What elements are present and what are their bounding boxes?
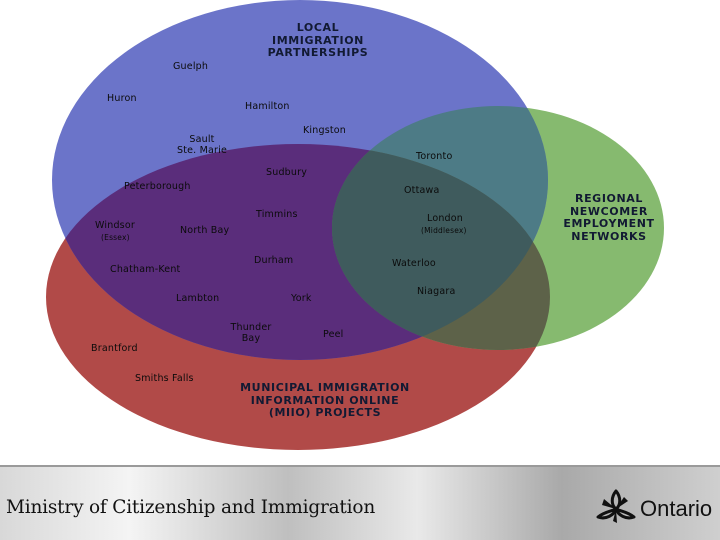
place-ottawa: Ottawa (404, 185, 440, 196)
ministry-name: Ministry of Citizenship and Immigration (6, 497, 376, 518)
place-london: London (427, 213, 464, 224)
place-hamilton: Hamilton (245, 101, 290, 112)
lip-title: LOCAL IMMIGRATION PARTNERSHIPS (267, 21, 369, 59)
place-niagara: Niagara (417, 286, 456, 297)
place-durham: Durham (254, 255, 294, 266)
place-huron: Huron (107, 93, 137, 104)
place-toronto: Toronto (416, 151, 453, 162)
place-brantford: Brantford (91, 343, 138, 354)
place-london-middlesex: (Middlesex) (421, 226, 467, 235)
place-sault-ste-marie: Sault Ste. Marie (176, 134, 228, 156)
ontario-trillium-icon (596, 489, 636, 523)
place-timmins: Timmins (256, 209, 298, 220)
place-windsor: Windsor (95, 220, 135, 231)
rnen-title: REGIONAL NEWCOMER EMPLOYMENT NETWORKS (563, 192, 655, 243)
miio-title: MUNICIPAL IMMIGRATION INFORMATION ONLINE… (240, 381, 410, 419)
venn-circles (46, 0, 664, 450)
place-peel: Peel (323, 329, 344, 340)
place-north-bay: North Bay (180, 225, 230, 236)
place-sudbury: Sudbury (266, 167, 308, 178)
place-thunder-bay: Thunder Bay (230, 322, 272, 344)
place-york: York (291, 293, 312, 304)
place-waterloo: Waterloo (392, 258, 436, 269)
place-lambton: Lambton (176, 293, 220, 304)
place-smiths-falls: Smiths Falls (135, 373, 194, 384)
all-three-overlap (332, 144, 548, 350)
place-chatham-kent: Chatham-Kent (110, 264, 181, 275)
place-peterborough: Peterborough (124, 181, 191, 192)
place-kingston: Kingston (303, 125, 347, 136)
ontario-wordmark: Ontario (640, 496, 713, 521)
place-windsor-essex: (Essex) (101, 233, 130, 242)
venn-diagram: LOCAL IMMIGRATION PARTNERSHIPS REGIONAL … (46, 0, 664, 450)
footer-bar: Ministry of Citizenship and Immigration … (0, 465, 720, 540)
place-guelph: Guelph (173, 61, 209, 72)
